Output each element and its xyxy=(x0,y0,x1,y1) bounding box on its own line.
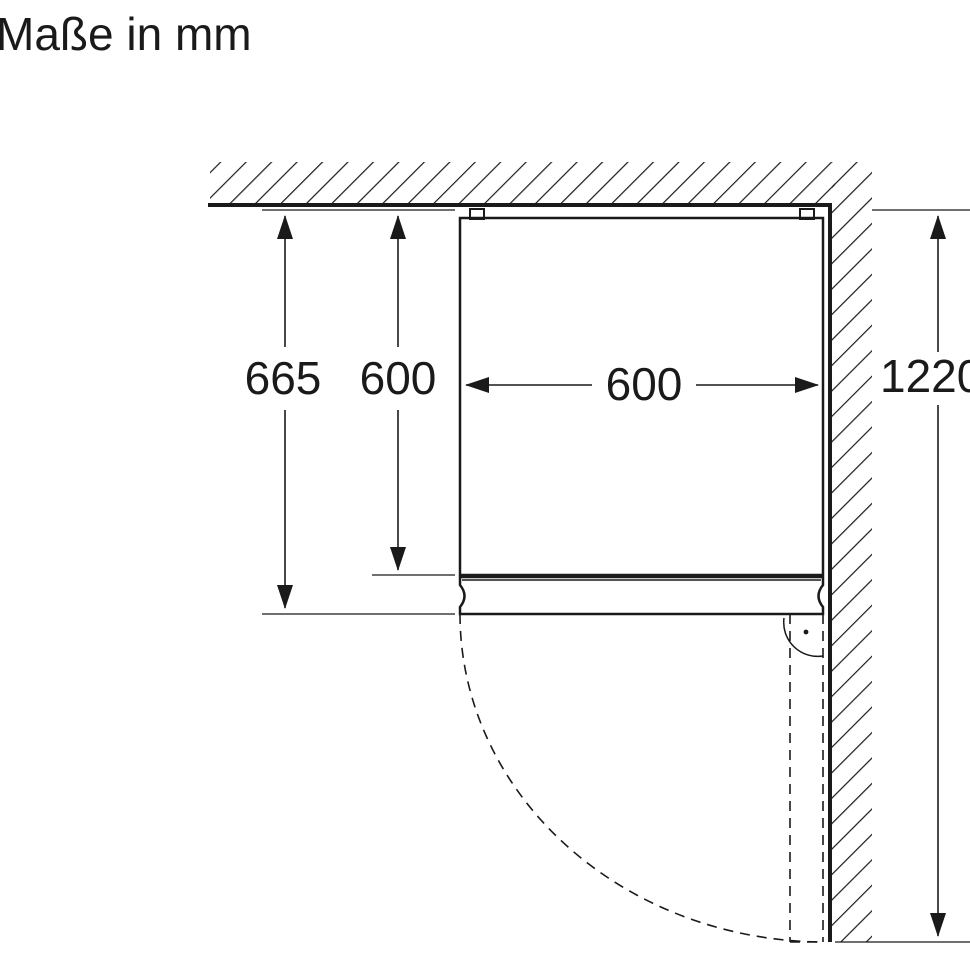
dimension-665: 665 xyxy=(245,215,322,609)
door-swing-arc xyxy=(459,613,824,943)
dimension-600-width-label: 600 xyxy=(606,358,683,410)
units-title: Maße in mm xyxy=(0,8,252,60)
dimension-600-width: 600 xyxy=(465,358,819,410)
dimension-600-depth-label: 600 xyxy=(360,352,437,404)
side-wall xyxy=(828,162,872,942)
dimension-665-label: 665 xyxy=(245,352,322,404)
hinge-angle-marker xyxy=(782,617,824,658)
back-wall xyxy=(208,162,835,207)
appliance-door xyxy=(458,575,825,616)
appliance-body xyxy=(458,208,825,577)
extension-lines xyxy=(262,209,970,943)
dimension-1220-label: 1220 xyxy=(880,350,970,402)
dimension-600-depth: 600 xyxy=(360,215,437,571)
dimension-1220: 1220 xyxy=(880,215,970,937)
